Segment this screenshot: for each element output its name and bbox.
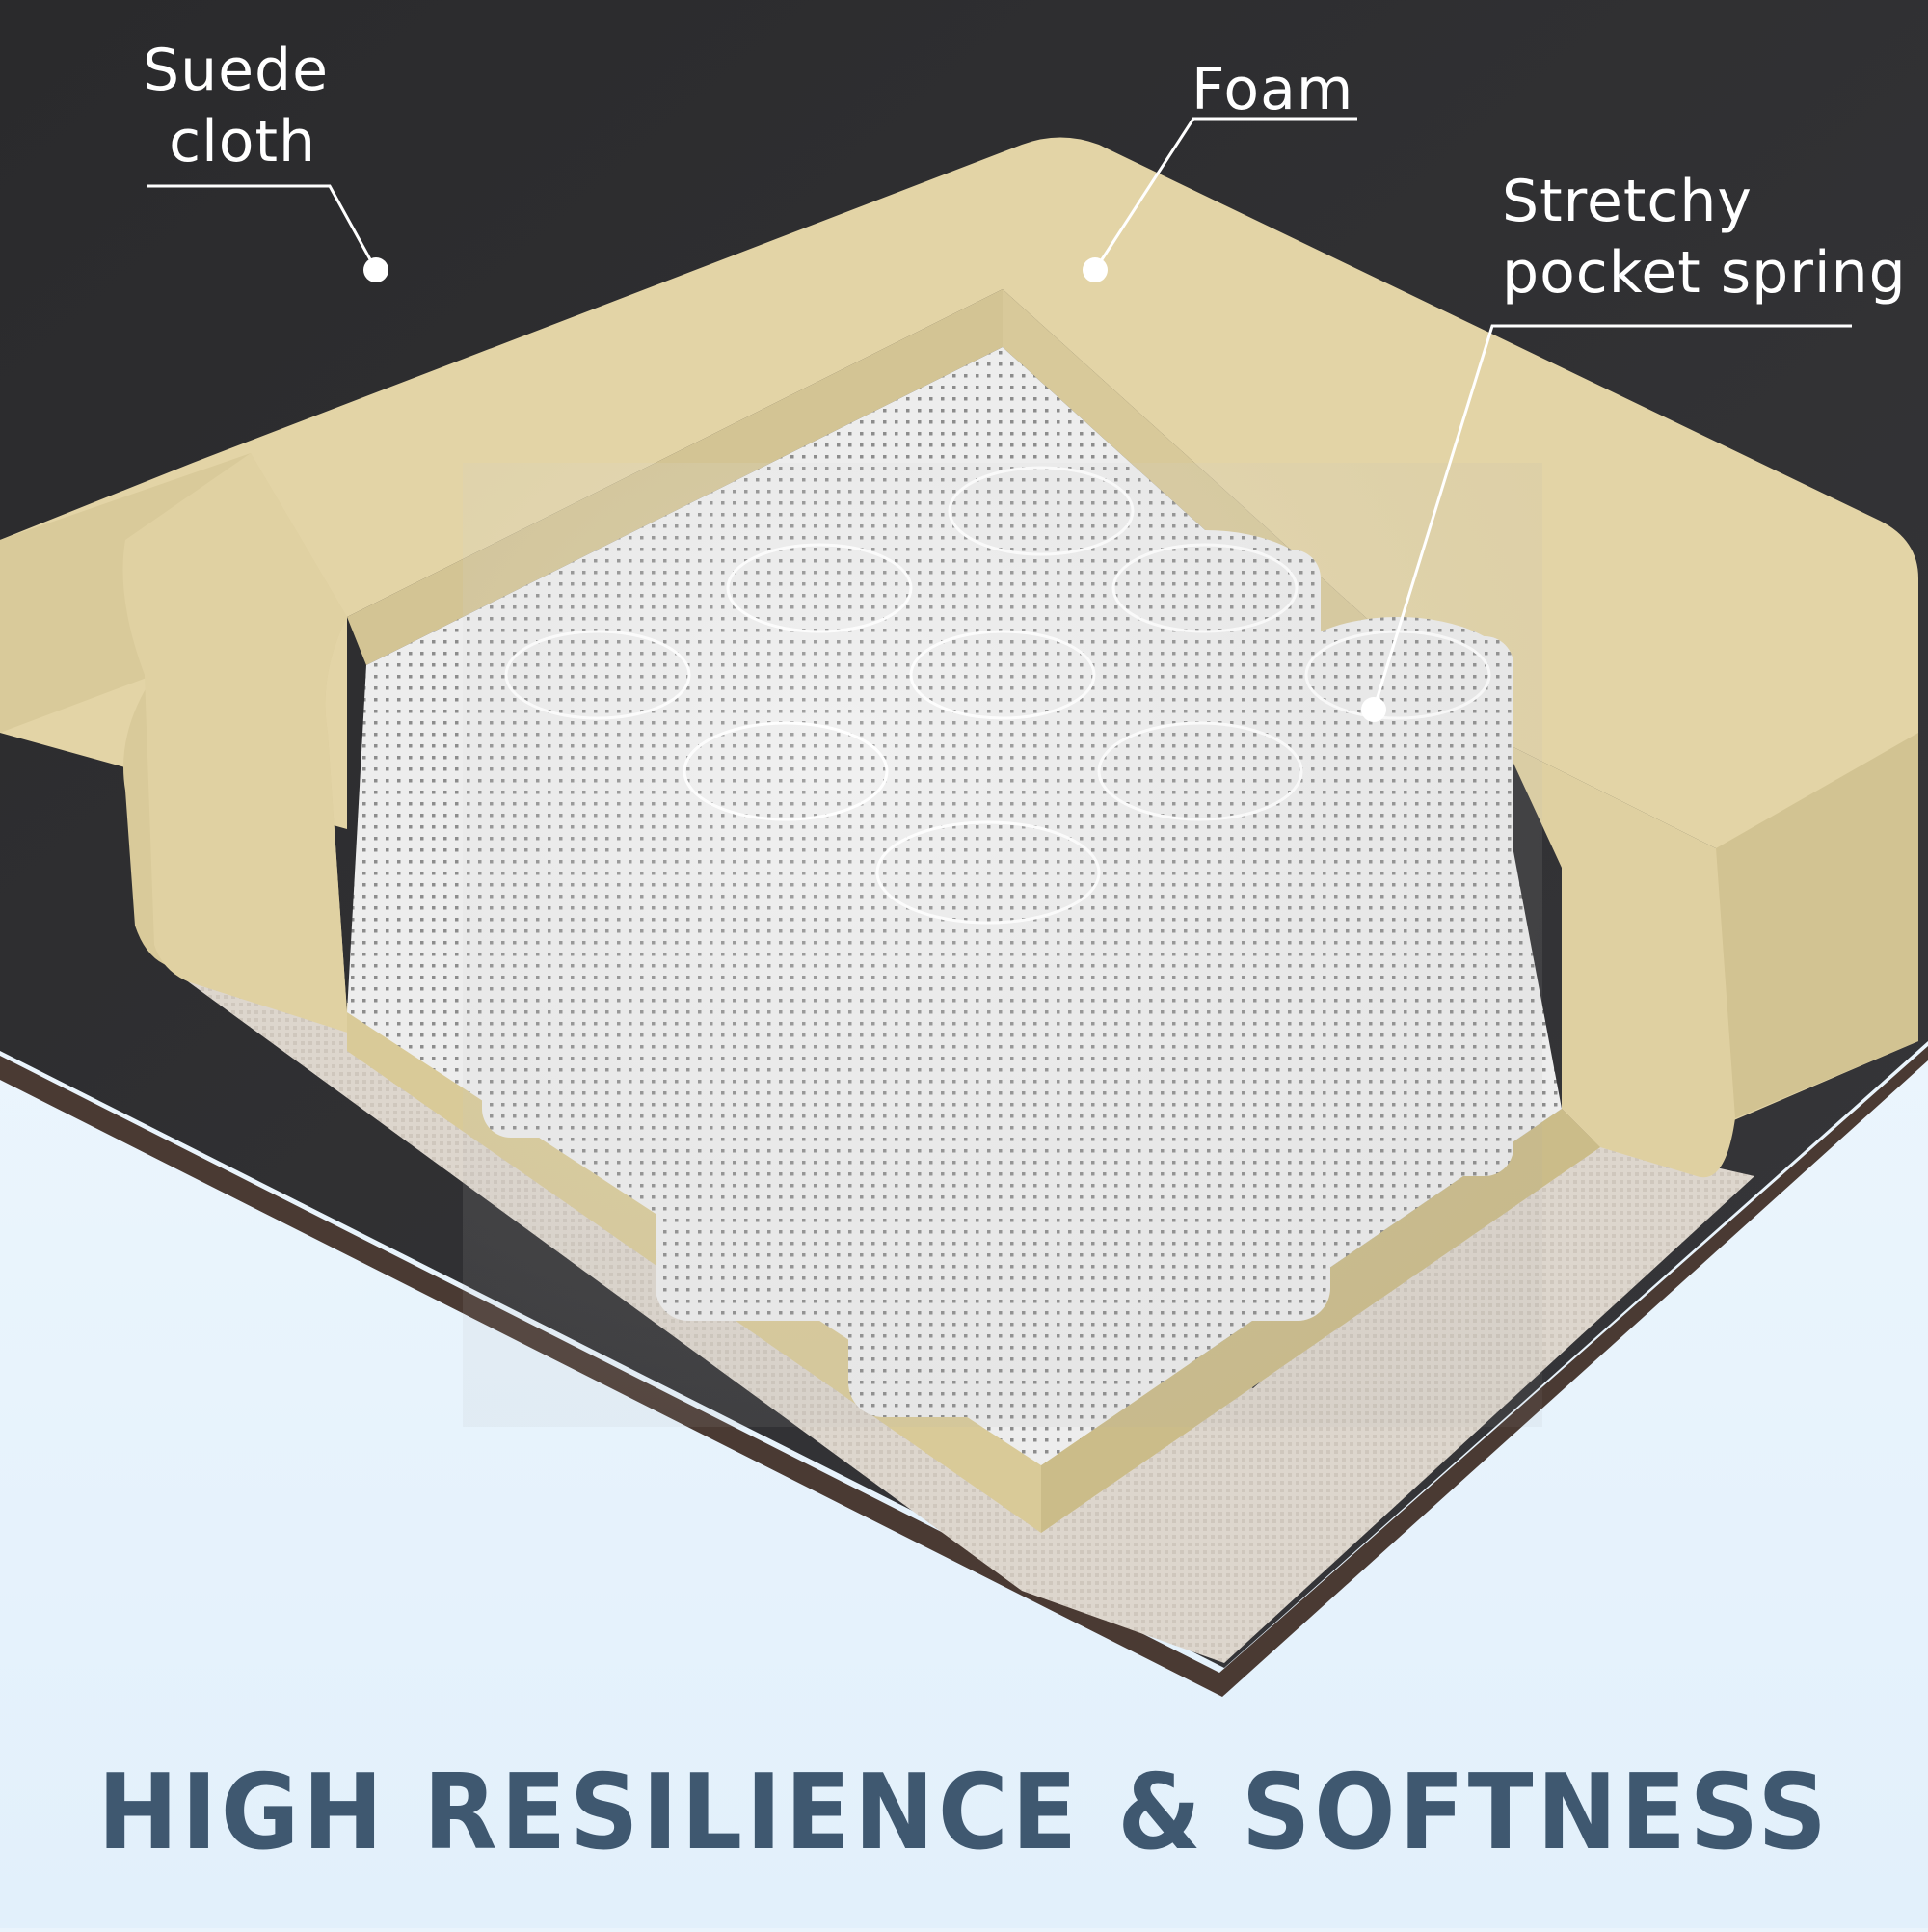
callout-leaders: [147, 117, 1852, 711]
suede-callout-dot: [363, 257, 388, 282]
foam-leader-line: [1093, 117, 1357, 271]
spring-callout-dot: [1361, 697, 1386, 722]
spring-leader-line: [1372, 324, 1852, 711]
suede-cloth-label: Suede cloth: [143, 37, 330, 175]
foam-right-side: [1716, 733, 1918, 1118]
foam-label: Foam: [1192, 56, 1354, 123]
suede-leader-line: [147, 184, 378, 271]
foam-layer: [0, 137, 1918, 1128]
headline: HIGH RESILIENCE & SOFTNESS: [97, 1753, 1831, 1873]
callout-dots: [363, 257, 1386, 722]
foam-callout-dot: [1083, 257, 1108, 282]
foam-right-block: [1504, 742, 1735, 1178]
foam-left-face: [122, 453, 405, 1053]
pocket-spring-label: Stretchy pocket spring: [1502, 168, 1907, 307]
spring-shading: [463, 463, 1542, 1427]
pocket-springs: [463, 453, 1542, 1427]
